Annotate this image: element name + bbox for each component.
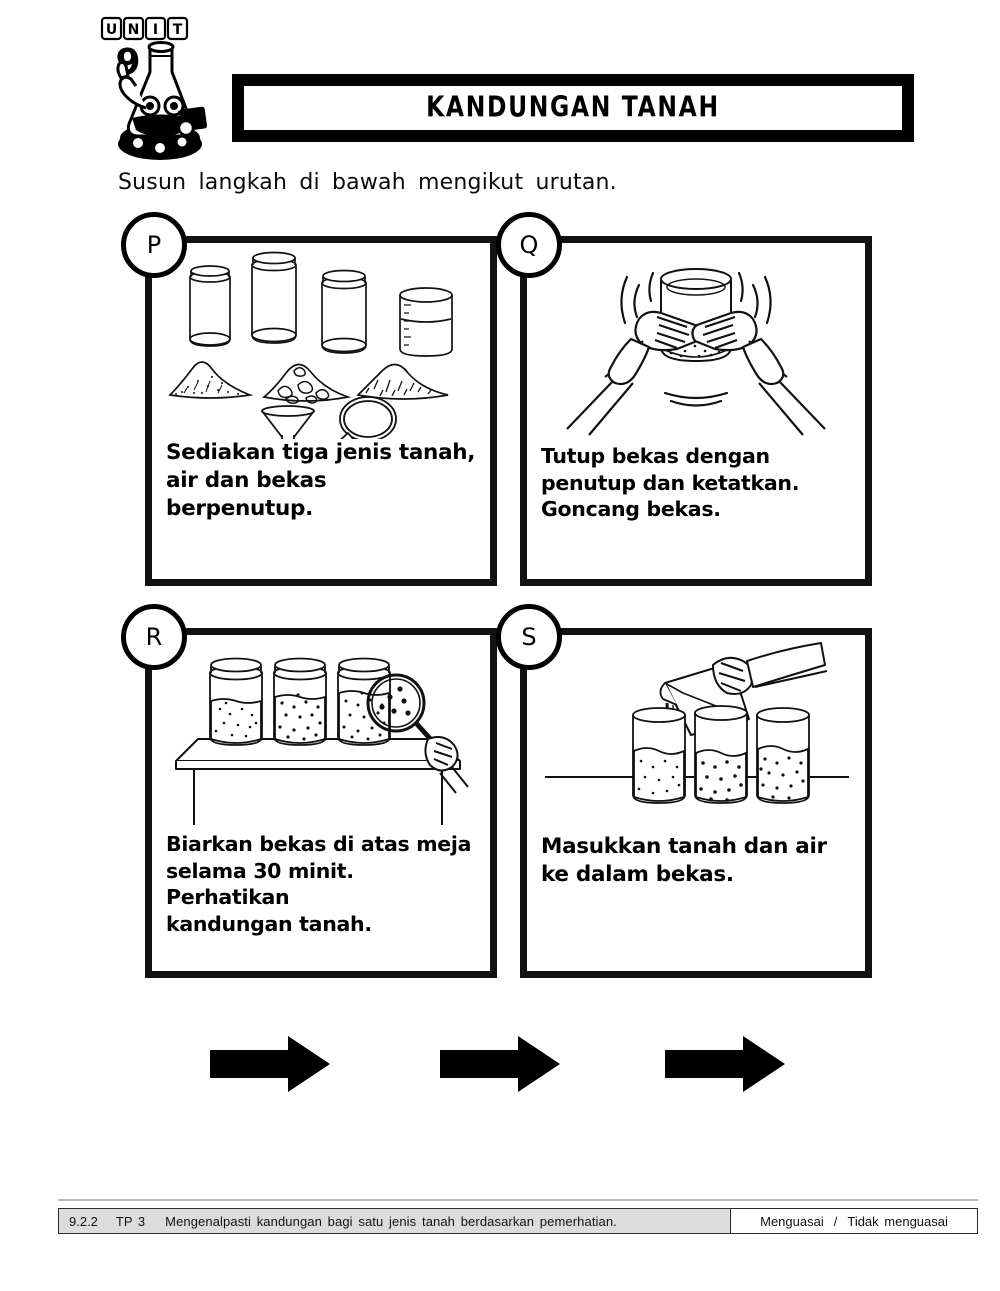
panel-letter-s: S <box>496 604 562 670</box>
mastery-option-tidak-menguasai[interactable]: Tidak menguasai <box>847 1213 948 1229</box>
panel-caption-s: Masukkan tanah dan air ke dalam bekas. <box>527 833 865 971</box>
svg-text:N: N <box>128 22 140 38</box>
panel-letter-r: R <box>121 604 187 670</box>
footer-mastery-cell[interactable]: Menguasai / Tidak menguasai <box>731 1209 977 1233</box>
sequence-arrow-row <box>0 1030 1000 1100</box>
caption-line: ke dalam bekas. <box>541 861 734 887</box>
step-panel-p[interactable]: P <box>121 212 497 586</box>
panel-caption-q: Tutup bekas dengan penutup dan ketatkan.… <box>527 443 865 579</box>
caption-line: kandungan tanah. <box>166 911 372 936</box>
footer-standard-bar: 9.2.2 TP 3 Mengenalpasti kandungan bagi … <box>58 1208 978 1234</box>
step-panel-r[interactable]: R <box>121 604 497 978</box>
flask-mascot-icon: U N I T 9 <box>88 12 214 164</box>
caption-line: Sediakan tiga jenis tanah, <box>166 440 476 465</box>
caption-line: air dan bekas berpenutup. <box>166 467 327 521</box>
caption-line: Biarkan bekas di atas meja <box>166 832 472 856</box>
footer-standard-cell: 9.2.2 TP 3 Mengenalpasti kandungan bagi … <box>59 1209 731 1233</box>
caption-line: Masukkan tanah dan air <box>541 834 827 859</box>
title-banner: KANDUNGAN TANAH <box>232 74 914 142</box>
footer-code: 9.2.2 <box>69 1213 98 1229</box>
illustration-three-jars-soil-piles-funnel-magnifier <box>152 243 490 439</box>
panel-caption-p: Sediakan tiga jenis tanah, air dan bekas… <box>152 439 490 579</box>
svg-text:T: T <box>173 22 183 38</box>
mastery-separator: / <box>833 1213 838 1229</box>
step-panel-q[interactable]: Q <box>496 212 872 586</box>
page-title: KANDUNGAN TANAH <box>426 92 720 124</box>
panel-letter-q: Q <box>496 212 562 278</box>
footer-divider <box>58 1199 978 1201</box>
page-header: U N I T 9 <box>0 0 1000 170</box>
illustration-hands-shaking-closed-jar <box>527 243 865 443</box>
step-panel-s[interactable]: S <box>496 604 872 978</box>
caption-line: Goncang bekas. <box>541 497 721 522</box>
panel-caption-r: Biarkan bekas di atas meja selama 30 min… <box>152 831 490 971</box>
instruction-text: Susun langkah di bawah mengikut urutan. <box>118 170 617 195</box>
illustration-hand-pouring-water-into-three-jars <box>527 635 865 833</box>
caption-line: Tutup bekas dengan <box>541 444 770 468</box>
svg-text:U: U <box>106 22 117 38</box>
footer-tp-level: TP 3 <box>115 1213 146 1229</box>
caption-line: penutup dan ketatkan. <box>541 470 800 495</box>
caption-line: selama 30 minit. Perhatikan <box>166 858 354 910</box>
right-arrow-icon <box>440 1036 560 1092</box>
illustration-three-jars-on-table-with-magnifier <box>152 635 490 831</box>
mastery-option-menguasai[interactable]: Menguasai <box>760 1213 824 1229</box>
right-arrow-icon <box>210 1036 330 1092</box>
footer-description: Mengenalpasti kandungan bagi satu jenis … <box>165 1213 617 1229</box>
panel-letter-p: P <box>121 212 187 278</box>
right-arrow-icon <box>665 1036 785 1092</box>
svg-text:I: I <box>153 22 158 38</box>
